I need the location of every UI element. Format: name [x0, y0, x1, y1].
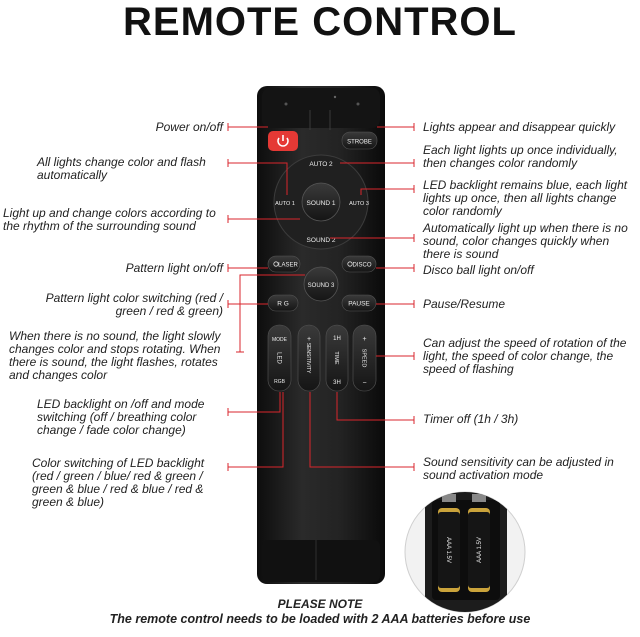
label-sound2: Automatically light up when there is no … [423, 221, 628, 261]
led-label: LED [276, 352, 282, 364]
power-small-icon [273, 261, 279, 267]
label-power: Power on/off [155, 120, 223, 134]
laser-label: LASER [278, 263, 298, 269]
sound2-button[interactable]: SOUND 2 [307, 237, 336, 244]
label-led: LED backlight on /off and mode switching… [37, 397, 205, 437]
label-auto1: All lights change color and flash automa… [37, 155, 206, 182]
label-sound1: Light up and change colors according to … [3, 206, 216, 233]
time-rocker[interactable]: 1H TIME 3H [325, 324, 349, 392]
label-speed: Can adjust the speed of rotation of the … [423, 336, 627, 376]
power-button[interactable] [268, 131, 298, 151]
callout-lines [227, 123, 415, 471]
pause-label: PAUSE [348, 301, 370, 308]
disco-button[interactable]: DISCO [341, 255, 377, 273]
sound1-label: SOUND 1 [307, 200, 336, 207]
note-text: The remote control needs to be loaded wi… [109, 612, 531, 626]
speed-minus-label: − [362, 380, 366, 387]
label-sound3: When there is no sound, the light slowly… [9, 329, 221, 382]
label-time: Timer off (1h / 3h) [423, 412, 519, 426]
sensitivity-label: SENSITIVITY [305, 343, 311, 374]
auto2-button[interactable]: AUTO 2 [309, 161, 333, 168]
auto1-button[interactable]: AUTO 1 [275, 201, 295, 207]
strobe-label: STROBE [347, 140, 372, 146]
led-rocker[interactable]: MODE LED RGB [267, 324, 292, 392]
label-rg: Pattern light color switching (red / gre… [45, 291, 223, 318]
label-auto2: Each light lights up once individually, … [423, 143, 618, 170]
speed-label: SPEED [361, 349, 367, 368]
strobe-button[interactable]: STROBE [341, 131, 378, 150]
rgb-label: RGB [274, 379, 286, 385]
disco-label: DISCO [352, 263, 371, 269]
sensitivity-plus-label: + [307, 336, 311, 343]
power-icon [277, 135, 289, 147]
page-title: REMOTE CONTROL [123, 0, 517, 44]
label-sensitivity: Sound sensitivity can be adjusted in sou… [423, 455, 614, 482]
sensitivity-rocker[interactable]: + SENSITIVITY [297, 324, 321, 392]
label-disco: Disco ball light on/off [423, 263, 534, 277]
battery-label-2: AAA 1.5V [477, 537, 483, 563]
mode-label: MODE [272, 337, 288, 343]
label-laser: Pattern light on/off [125, 261, 223, 275]
label-auto3: LED backlight remains blue, each light l… [423, 178, 628, 218]
auto3-button[interactable]: AUTO 3 [349, 201, 369, 207]
sound1-button[interactable] [301, 182, 341, 222]
time-1h-label: 1H [333, 336, 341, 342]
power-small-icon [347, 261, 353, 267]
laser-button[interactable]: LASER [267, 255, 301, 273]
time-label: TIME [333, 351, 339, 364]
rg-label: R G [277, 301, 289, 308]
time-3h-label: 3H [333, 380, 341, 386]
mode-dial: SOUND 1 AUTO 2 AUTO 1 AUTO 3 SOUND 2 [273, 154, 369, 250]
speed-plus-label: + [362, 336, 366, 343]
label-pause: Pause/Resume [423, 297, 506, 311]
label-rgb: Color switching of LED backlight (red / … [32, 456, 205, 509]
battery-inset: AAA 1.5V AAA 1.5V [404, 491, 526, 613]
label-strobe: Lights appear and disappear quickly [423, 120, 616, 134]
sound3-label: SOUND 3 [308, 283, 335, 289]
rg-button[interactable]: R G [267, 294, 299, 312]
sound3-button[interactable]: SOUND 3 [303, 266, 339, 302]
pause-button[interactable]: PAUSE [341, 294, 377, 312]
battery-label-1: AAA 1.5V [445, 537, 451, 563]
speed-rocker[interactable]: + SPEED − [352, 324, 377, 392]
note-title: PLEASE NOTE [277, 597, 363, 611]
